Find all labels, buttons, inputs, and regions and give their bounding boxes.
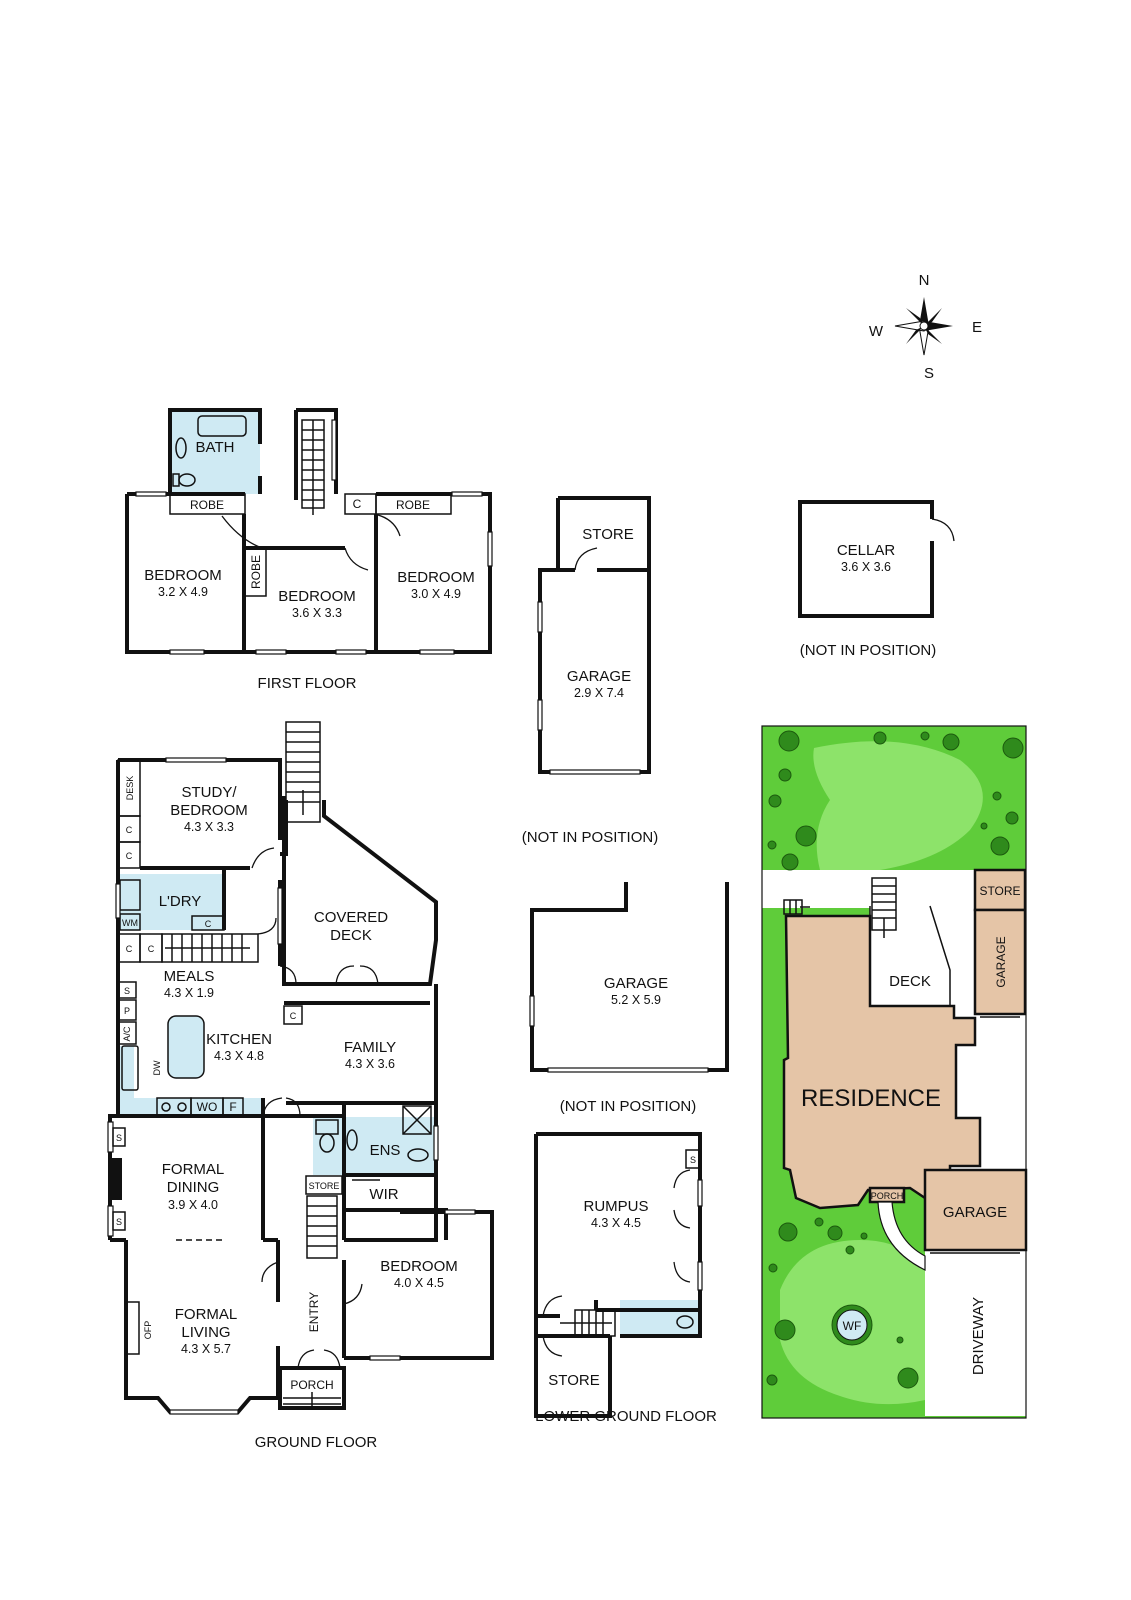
covered-deck-line2: DECK xyxy=(330,927,372,944)
formal-living-size: 4.3 X 5.7 xyxy=(181,1342,231,1356)
bedroom3-name: BEDROOM xyxy=(397,569,475,586)
cellar-name: CELLAR xyxy=(837,542,896,559)
garage-small-note: (NOT IN POSITION) xyxy=(522,829,658,846)
driveway-label: DRIVEWAY xyxy=(970,1297,987,1375)
site-store-label: STORE xyxy=(979,884,1020,898)
garage-small-store: STORE xyxy=(582,526,633,543)
ground-bedroom-size: 4.0 X 4.5 xyxy=(394,1276,444,1290)
compass-s: S xyxy=(924,365,934,382)
ground-bedroom-name: BEDROOM xyxy=(380,1258,458,1275)
bath-label: BATH xyxy=(196,439,235,456)
entry-label: ENTRY xyxy=(307,1292,321,1332)
first-floor-plan: BATH ROBE ROBE C ROBE xyxy=(125,408,493,692)
wir-label: WIR xyxy=(369,1186,398,1203)
laundry-label: L'DRY xyxy=(159,893,202,910)
study-name2: BEDROOM xyxy=(170,802,248,819)
compass-n: N xyxy=(919,272,930,289)
site-trees xyxy=(766,730,1024,1389)
wall-oven-label: WO xyxy=(197,1100,218,1114)
garage-small-plan: STORE GARAGE 2.9 X 7.4 (NOT IN POSITION) xyxy=(522,496,658,846)
site-plan: DECK RESIDENCE STORE GARAGE PORCH GARAGE… xyxy=(761,725,1028,1419)
formal-living-line2: LIVING xyxy=(181,1324,230,1341)
kitchen-size: 4.3 X 4.8 xyxy=(214,1049,264,1063)
formal-dining-line1: FORMAL xyxy=(162,1161,225,1178)
laundry-c-label: C xyxy=(205,919,212,929)
ground-stair-down xyxy=(161,933,259,963)
garage-large-note: (NOT IN POSITION) xyxy=(560,1098,696,1115)
first-floor-caption: FIRST FLOOR xyxy=(258,675,357,692)
dw-label: DW xyxy=(152,1060,162,1075)
wf-label: WF xyxy=(843,1319,862,1333)
garage-large-name: GARAGE xyxy=(604,975,668,992)
formal-living-line1: FORMAL xyxy=(175,1306,238,1323)
ofp-label: OFP xyxy=(143,1321,153,1340)
covered-deck-line1: COVERED xyxy=(314,909,388,926)
study-name1: STUDY/ xyxy=(181,784,237,801)
bedroom2-name: BEDROOM xyxy=(278,588,356,605)
compass-e: E xyxy=(972,319,982,336)
study-closet-2: C xyxy=(126,851,133,861)
bedroom1-name: BEDROOM xyxy=(144,567,222,584)
compass-rose: N S E W xyxy=(869,272,982,382)
garage-large-size: 5.2 X 5.9 xyxy=(611,993,661,1007)
lower-store-label: STORE xyxy=(548,1372,599,1389)
family-name: FAMILY xyxy=(344,1039,396,1056)
robe-vertical-label: ROBE xyxy=(249,555,263,589)
formal-dining-size: 3.9 X 4.0 xyxy=(168,1198,218,1212)
kitchen-name: KITCHEN xyxy=(206,1031,272,1048)
site-deck-label: DECK xyxy=(889,973,931,990)
cellar-note: (NOT IN POSITION) xyxy=(800,642,936,659)
cellar-plan: CELLAR 3.6 X 3.6 (NOT IN POSITION) xyxy=(798,500,955,659)
compass-w: W xyxy=(869,323,884,340)
bedroom2-size: 3.6 X 3.3 xyxy=(292,606,342,620)
garage-large-plan: GARAGE 5.2 X 5.9 (NOT IN POSITION) xyxy=(529,882,729,1115)
laundry-closet: C xyxy=(148,944,155,954)
robe-left-label: ROBE xyxy=(190,498,224,512)
rumpus-size: 4.3 X 4.5 xyxy=(591,1216,641,1230)
robe-right-label: ROBE xyxy=(396,498,430,512)
meals-closet: C xyxy=(126,944,133,954)
ground-floor-caption: GROUND FLOOR xyxy=(255,1434,378,1451)
study-closet-1: C xyxy=(126,825,133,835)
formal-dining-line2: DINING xyxy=(167,1179,220,1196)
fridge-label: F xyxy=(229,1100,236,1114)
ensuite-label: ENS xyxy=(370,1142,401,1159)
porch-label: PORCH xyxy=(290,1378,333,1392)
rumpus-s-label: S xyxy=(690,1155,696,1165)
pantry-label: P xyxy=(124,1006,130,1016)
meals-name: MEALS xyxy=(164,968,215,985)
family-closet: C xyxy=(290,1011,297,1021)
ground-stair-up xyxy=(285,721,321,823)
bedroom1-size: 3.2 X 4.9 xyxy=(158,585,208,599)
closet-c-label: C xyxy=(353,497,362,511)
garage-small-size: 2.9 X 7.4 xyxy=(574,686,624,700)
meals-size: 4.3 X 1.9 xyxy=(164,986,214,1000)
ground-store-label: STORE xyxy=(309,1181,340,1191)
bedroom3-size: 3.0 X 4.9 xyxy=(411,587,461,601)
dining-s-top: S xyxy=(116,1133,122,1143)
residence-label: RESIDENCE xyxy=(801,1085,941,1112)
site-garage-vertical: GARAGE xyxy=(994,936,1008,987)
site-garage-label: GARAGE xyxy=(943,1204,1007,1221)
first-floor-stair xyxy=(301,419,325,515)
cellar-size: 3.6 X 3.6 xyxy=(841,560,891,574)
site-porch-label: PORCH xyxy=(871,1191,904,1201)
garage-small-name: GARAGE xyxy=(567,668,631,685)
rumpus-name: RUMPUS xyxy=(583,1198,648,1215)
meals-s-label: S xyxy=(124,986,130,996)
ac-label: A/C xyxy=(122,1026,132,1042)
ground-floor-plan: DESK C C C C C WM L'DRY S P xyxy=(107,721,494,1451)
lower-ground-plan: S RUMPUS 4.3 X 4.5 STORE LOWER GROUND FL… xyxy=(534,1132,717,1425)
study-size: 4.3 X 3.3 xyxy=(184,820,234,834)
desk-label: DESK xyxy=(125,776,135,801)
dining-s-bottom: S xyxy=(116,1217,122,1227)
family-size: 4.3 X 3.6 xyxy=(345,1057,395,1071)
wm-label: WM xyxy=(122,918,138,928)
lower-ground-caption: LOWER GROUND FLOOR xyxy=(535,1408,717,1425)
